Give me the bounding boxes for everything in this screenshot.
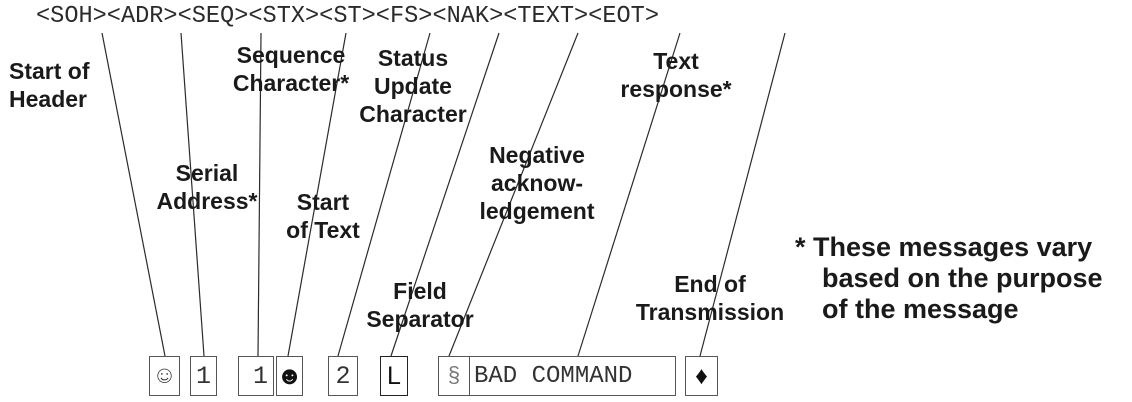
label-text-response: Text response* bbox=[620, 48, 732, 102]
box-soh-smiley: ☺ bbox=[149, 356, 180, 396]
box-adr: 1 bbox=[190, 356, 217, 396]
label-end-of-transmission: End of Transmission bbox=[635, 271, 785, 325]
box-stx-smiley: ☻ bbox=[276, 356, 303, 396]
label-status-update-character: Status Update Character bbox=[359, 45, 467, 127]
label-negative-acknowledgement: Negative acknow- ledgement bbox=[479, 142, 595, 224]
label-start-of-text: Start of Text bbox=[286, 189, 360, 243]
label-sequence-character: Sequence Character* bbox=[232, 42, 350, 96]
box-text-response: BAD COMMAND bbox=[469, 356, 676, 396]
box-seq: 1 bbox=[238, 356, 274, 396]
label-start-of-header: Start of Header bbox=[9, 58, 90, 112]
label-serial-address: Serial Address* bbox=[156, 160, 258, 214]
box-nak: § bbox=[438, 356, 469, 396]
label-field-separator: Field Separator bbox=[366, 278, 474, 332]
box-fs: L bbox=[380, 356, 408, 396]
footnote: * These messages vary based on the purpo… bbox=[795, 232, 1103, 324]
control-sequence-header: <SOH><ADR><SEQ><STX><ST><FS><NAK><TEXT><… bbox=[36, 3, 659, 30]
box-eot-diamond: ♦ bbox=[685, 356, 718, 396]
box-st: 2 bbox=[328, 356, 358, 396]
